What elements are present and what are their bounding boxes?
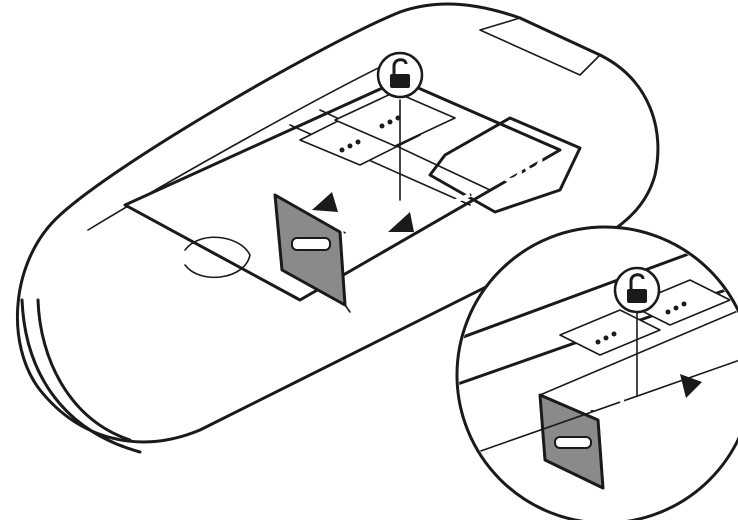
unlock-icon	[613, 266, 661, 396]
insert-arrow	[388, 193, 472, 232]
lock-arrow	[590, 374, 702, 415]
detail-inset	[455, 225, 738, 520]
sim-tray	[273, 193, 351, 313]
sim-slots	[299, 91, 456, 166]
unlock-arrow	[312, 180, 376, 234]
unlock-icon	[376, 51, 424, 201]
